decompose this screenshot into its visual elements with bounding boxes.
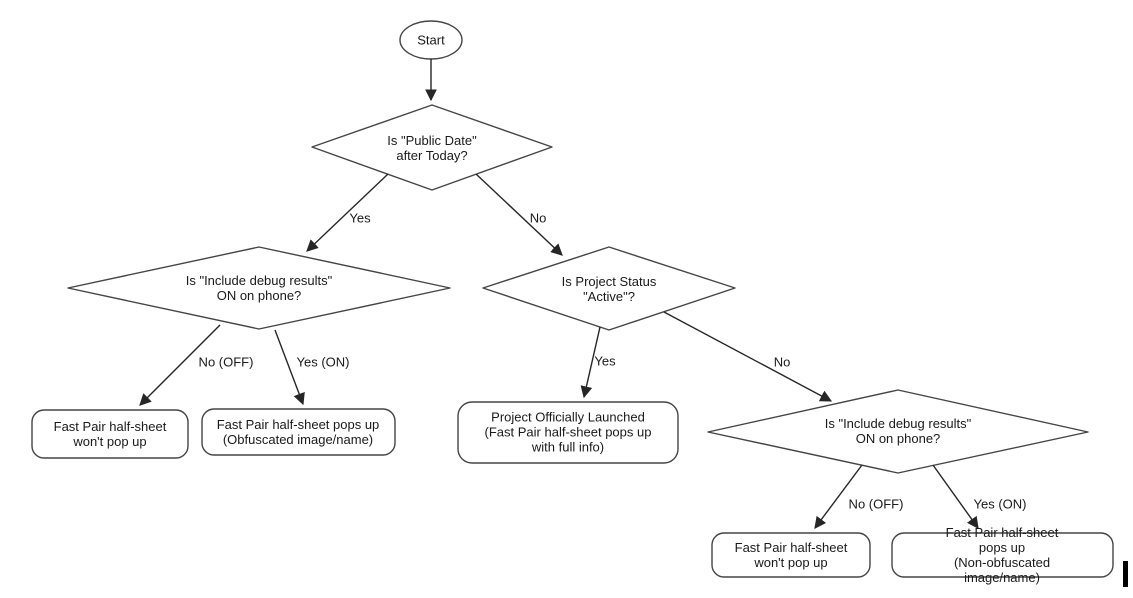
decision-debug-left-shape xyxy=(67,246,451,330)
edge-label-debug-left-no: No (OFF) xyxy=(198,354,254,370)
outcome-launched-label: Project Officially Launched (Fast Pair h… xyxy=(484,409,652,455)
edge-debug-right-no xyxy=(814,464,863,529)
outcome-obfuscated-label: Fast Pair half-sheet pops up (Obfuscated… xyxy=(216,417,380,447)
edge-debug-left-yes xyxy=(274,329,305,406)
decision-public-date-label: Is "Public Date" after Today? xyxy=(387,133,477,163)
edge-label-public-date-yes: Yes xyxy=(349,210,371,226)
edge-project-status-yes xyxy=(580,326,601,399)
start-node-label: Start xyxy=(417,32,445,48)
outcome-non-obfuscated-label: Fast Pair half-sheet pops up (Non-obfusc… xyxy=(945,525,1059,585)
outcome-no-popup-left-label: Fast Pair half-sheet won't pop up xyxy=(53,419,167,449)
decision-debug-right-shape xyxy=(707,389,1089,474)
outcome-launched-shape xyxy=(457,401,679,464)
decision-debug-left-label: Is "Include debug results" ON on phone? xyxy=(185,273,333,303)
edge-label-debug-left-yes: Yes (ON) xyxy=(296,354,350,370)
edge-project-status-no xyxy=(663,311,833,402)
decision-public-date-shape xyxy=(311,104,553,191)
edge-label-debug-right-no: No (OFF) xyxy=(848,496,904,512)
edge-public-date-no xyxy=(475,173,563,256)
decision-debug-right-label: Is "Include debug results" ON on phone? xyxy=(824,416,972,446)
edge-label-project-status-no: No xyxy=(773,354,791,370)
decision-project-status-label: Is Project Status "Active"? xyxy=(561,274,657,304)
edge-debug-right-yes xyxy=(932,464,979,529)
edge-label-project-status-yes: Yes xyxy=(594,353,616,369)
edge-label-public-date-no: No xyxy=(529,210,547,226)
outcome-obfuscated-shape xyxy=(201,408,396,456)
outcome-no-popup-right-shape xyxy=(711,532,871,578)
outcome-non-obfuscated-shape xyxy=(891,532,1114,578)
decision-project-status-shape xyxy=(482,246,736,331)
edge-public-date-yes xyxy=(306,173,389,252)
outcome-no-popup-right-label: Fast Pair half-sheet won't pop up xyxy=(734,540,848,570)
edge-label-debug-right-yes: Yes (ON) xyxy=(973,496,1027,512)
outcome-no-popup-left-shape xyxy=(31,409,189,459)
text-cursor-artifact xyxy=(1123,561,1128,587)
edge-debug-left-no xyxy=(139,324,221,406)
